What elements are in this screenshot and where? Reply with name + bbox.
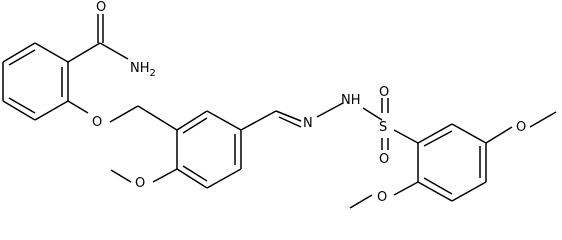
atom-label-methoxy-o-left: O <box>135 176 145 191</box>
sulfonyl-group <box>381 98 419 150</box>
atom-label-sulfonyl-o-top: O <box>379 85 389 100</box>
atom-label-methoxy-o-right: O <box>516 120 526 135</box>
methoxy-right <box>485 111 557 144</box>
atom-label-sulfonyl-s: S <box>379 120 387 135</box>
methoxy-bottom <box>349 181 419 209</box>
amide-group <box>67 14 129 63</box>
atom-label-amide-o: O <box>96 0 106 15</box>
hydrazone-chain <box>240 102 383 131</box>
atom-label-ether-o: O <box>92 115 102 130</box>
dimethoxyphenyl-ring <box>417 123 487 202</box>
atom-label-methoxy-o-bottom: O <box>377 190 387 205</box>
atom-label-amide-nh2: NH2 <box>130 61 156 79</box>
benzamide-ring <box>2 42 69 121</box>
atom-label-amide-nh2-subscript: 2 <box>150 68 156 79</box>
ether-linkage <box>67 100 178 131</box>
atom-label-hydrazone-n: N <box>303 116 313 131</box>
central-ring <box>176 110 242 189</box>
atom-label-hydrazone-nh: NH <box>341 93 361 108</box>
atom-label-sulfonyl-o-bottom: O <box>379 152 389 167</box>
chemical-structure: O NH2 O O N NH S O O O O <box>2 0 557 209</box>
methoxy-left <box>110 168 178 183</box>
